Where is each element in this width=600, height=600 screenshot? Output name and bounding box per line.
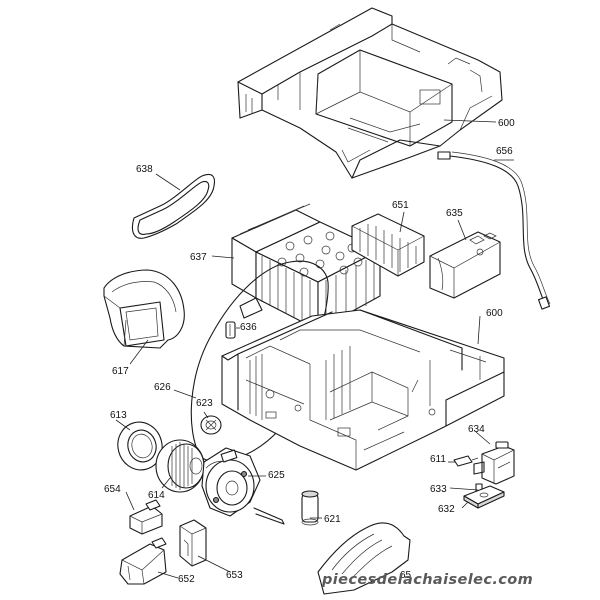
- callout-638: 638: [136, 164, 153, 175]
- callout-632: 632: [438, 504, 455, 515]
- callout-600-top: 600: [498, 118, 515, 129]
- callout-655: 65: [400, 570, 412, 581]
- cover-part-635: [429, 231, 501, 299]
- callout-637: 637: [190, 252, 207, 263]
- pump-base-part-632: [463, 485, 505, 509]
- heat-exchanger-part-637: [231, 203, 381, 341]
- callout-613: 613: [110, 410, 127, 421]
- callout-635: 635: [446, 208, 463, 219]
- callout-633: 633: [430, 484, 447, 495]
- belt-part-626: [190, 260, 329, 463]
- callout-656: 656: [496, 146, 513, 157]
- fan-housing-part-617: [103, 269, 185, 349]
- duct-part-655: [317, 522, 411, 595]
- motor-part-625: [201, 447, 285, 525]
- base-part-600: [221, 309, 505, 471]
- hose-part-656: [437, 151, 551, 310]
- bracket-part-652: [119, 537, 167, 585]
- callout-626: 626: [154, 382, 171, 393]
- callout-634: 634: [468, 424, 485, 435]
- capacitor-part-621: [301, 490, 319, 526]
- leader-lines: [115, 119, 514, 579]
- callout-653: 653: [226, 570, 243, 581]
- callout-651: 651: [392, 200, 409, 211]
- callout-636: 636: [240, 322, 257, 333]
- callout-labels: 600 656 638 651 635 637 600 636 617 626 …: [104, 118, 515, 585]
- bracket-part-653: [179, 519, 207, 567]
- bracket-part-654: [129, 499, 163, 535]
- top-frame-part-600: [237, 7, 503, 179]
- gasket-part-638: [131, 173, 216, 239]
- ring-part-613: [117, 421, 163, 471]
- pulley-part-623: [200, 415, 222, 435]
- callout-600-base: 600: [486, 308, 503, 319]
- callout-625: 625: [268, 470, 285, 481]
- callout-617: 617: [112, 366, 129, 377]
- callout-623: 623: [196, 398, 213, 409]
- cover-part-651: [351, 213, 425, 277]
- clip-part-636: [225, 321, 236, 339]
- watermark-text: piecesdelachaiselec.com: [322, 572, 534, 588]
- fan-wheel-part-614: [155, 439, 205, 493]
- callout-611: 611: [430, 454, 446, 465]
- callout-614: 614: [148, 490, 165, 501]
- pump-part-634: [473, 441, 515, 485]
- callout-621: 621: [324, 514, 341, 525]
- callout-652: 652: [178, 574, 195, 585]
- sensor-part-611: [453, 455, 479, 467]
- callout-654: 654: [104, 484, 121, 495]
